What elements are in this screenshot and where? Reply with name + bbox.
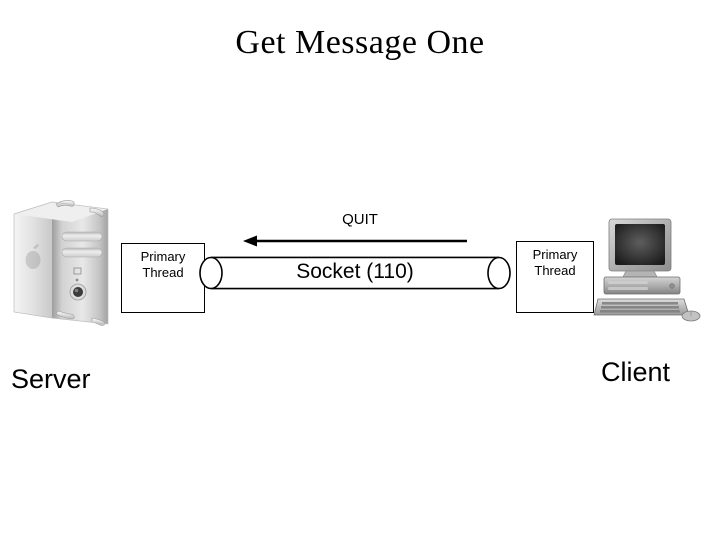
desktop-tower-computer-icon	[13, 200, 109, 326]
thread-label-line2: Thread	[534, 263, 576, 278]
server-label: Server	[11, 364, 91, 394]
message-label: QUIT	[342, 211, 378, 228]
socket-cylinder: Socket (110)	[198, 255, 512, 291]
page-title: Get Message One	[235, 24, 485, 61]
client-primary-thread-box: Primary Thread	[516, 241, 594, 313]
server-computer-icon	[12, 196, 116, 330]
thread-label-line1: Primary	[140, 249, 186, 264]
cylinder-shape-icon	[199, 256, 511, 290]
client-computer-icon	[592, 217, 702, 325]
client-label: Client	[601, 357, 671, 387]
socket-label: Socket (110)	[296, 260, 414, 283]
thread-label-line2: Thread	[142, 265, 184, 280]
server-primary-thread-box: Primary Thread	[121, 243, 205, 313]
message-arrow	[243, 234, 469, 248]
desktop-crt-computer-icon	[593, 218, 701, 322]
thread-label-line1: Primary	[532, 247, 578, 262]
left-arrow-icon	[243, 235, 467, 247]
